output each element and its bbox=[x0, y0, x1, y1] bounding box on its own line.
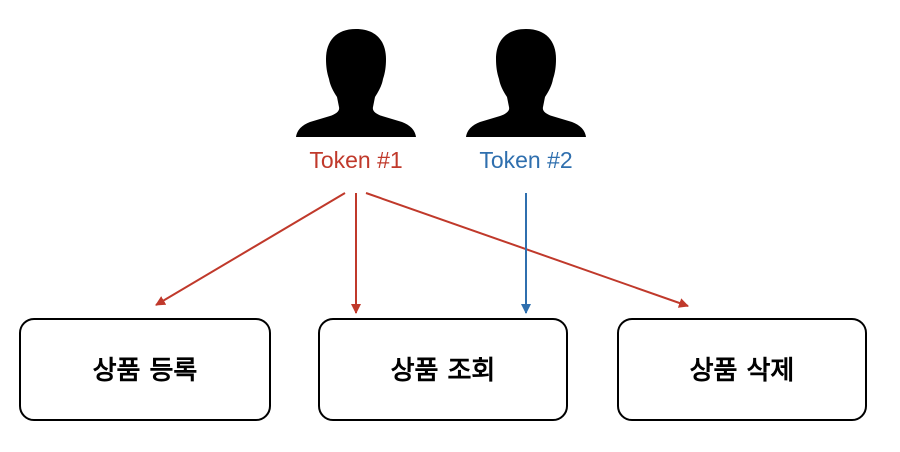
token-1-label: Token #1 bbox=[309, 147, 402, 173]
token-2-label: Token #2 bbox=[479, 147, 572, 173]
box-product-register: 상품 등록 bbox=[19, 318, 271, 421]
box-product-view: 상품 조회 bbox=[318, 318, 568, 421]
person-silhouette-icon bbox=[466, 29, 586, 137]
arrow-token1-to-register bbox=[155, 192, 346, 306]
box-product-delete: 상품 삭제 bbox=[617, 318, 867, 421]
box-label-register: 상품 등록 bbox=[93, 356, 198, 386]
user-2: Token #2 bbox=[466, 29, 586, 173]
box-label-delete: 상품 삭제 bbox=[690, 356, 795, 386]
box-label-view: 상품 조회 bbox=[391, 356, 496, 386]
user-1: Token #1 bbox=[296, 29, 416, 173]
person-silhouette-icon bbox=[296, 29, 416, 137]
